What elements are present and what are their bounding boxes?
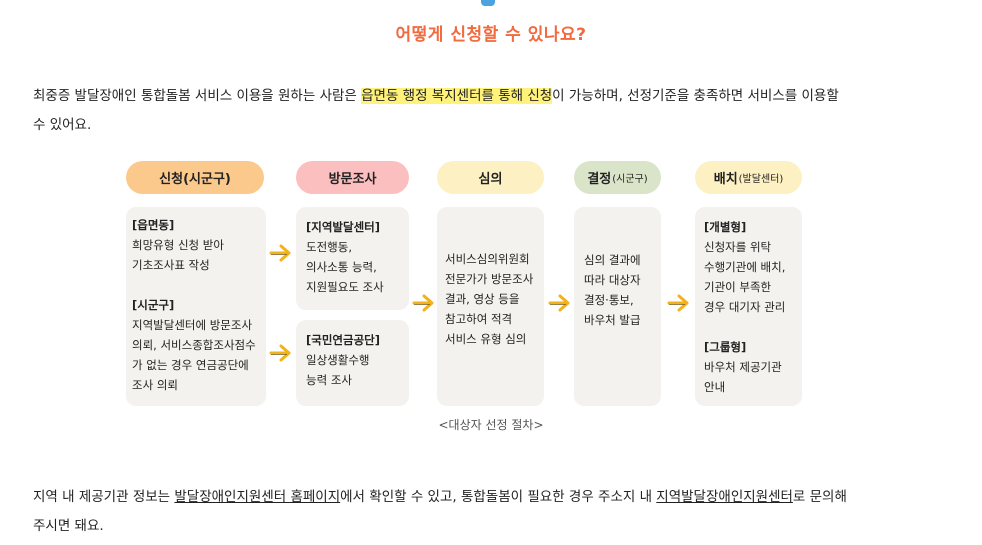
step-title-visit: 방문조사	[328, 172, 377, 187]
review-box: 서비스심의위원회 전문가가 방문조사 결과, 영상 등을 참고하여 적격 서비스…	[437, 207, 544, 406]
footer-text: 지역 내 제공기관 정보는	[33, 489, 175, 505]
arrow-right-icon	[667, 294, 689, 312]
placement-line: 바우처 제공기관	[704, 360, 782, 374]
step-pill-decision: 결정(시군구)	[574, 161, 661, 194]
visit-center-box: [지역발달센터] 도전행동, 의사소통 능력, 지원필요도 조사	[296, 207, 409, 310]
step-suffix-decision: (시군구)	[612, 174, 648, 185]
step-suffix-apply: (시군구)	[183, 172, 231, 187]
apply-line: 지역발달센터에 방문조사	[132, 318, 253, 332]
placement-line: 경우 대기자 관리	[704, 300, 786, 314]
intro-text-end: 이 가능하며, 선정기준을 충족하면 서비스를 이용할	[552, 88, 839, 104]
arrow-right-icon	[269, 344, 291, 362]
visit-center-subtitle: [지역발달센터]	[306, 220, 380, 234]
footer-text: 에서 확인할 수 있고, 통합돌봄이 필요한 경우 주소지 내	[340, 489, 657, 505]
footer-text: 로 문의해	[792, 489, 847, 505]
step-suffix-placement: (발달센터)	[738, 174, 784, 185]
arrow-right-icon	[412, 294, 434, 312]
placement-box: [개별형] 신청자를 위탁 수행기관에 배치, 기관이 부족한 경우 대기자 관…	[695, 207, 802, 406]
placement-line: 수행기관에 배치,	[704, 260, 786, 274]
footer-paragraph: 지역 내 제공기관 정보는 발달장애인지원센터 홈페이지에서 확인할 수 있고,…	[33, 483, 933, 541]
review-line: 전문가가 방문조사	[445, 272, 534, 286]
footer-text-line2: 주시면 돼요.	[33, 518, 104, 534]
visit-center-line: 지원필요도 조사	[306, 280, 384, 294]
step-pill-review: 심의	[437, 161, 544, 194]
apply-line: 희망유형 신청 받아	[132, 238, 224, 252]
decision-line: 따라 대상자	[584, 273, 641, 287]
visit-pension-box: [국민연금공단] 일상생활수행 능력 조사	[296, 320, 409, 406]
figure-caption: <대상자 선정 절차>	[438, 418, 544, 432]
review-line: 서비스 유형 심의	[445, 332, 527, 346]
step-title-placement: 배치	[713, 172, 738, 187]
apply-line: 의뢰, 서비스종합조사점수	[132, 338, 256, 352]
arrow-right-icon	[548, 294, 570, 312]
visit-pension-line: 일상생활수행	[306, 353, 370, 367]
placement-subtitle-individual: [개별형]	[704, 220, 747, 234]
step-pill-visit: 방문조사	[296, 161, 409, 194]
review-line: 결과, 영상 등을	[445, 292, 520, 306]
apply-line: 조사 의뢰	[132, 378, 178, 392]
apply-subtitle-eupmyeondong: [읍면동]	[132, 218, 175, 232]
step-pill-apply: 신청(시군구)	[126, 161, 264, 194]
apply-box: [읍면동] 희망유형 신청 받아 기초조사표 작성 [시군구] 지역발달센터에 …	[126, 207, 266, 406]
intro-highlight: 읍면동 행정 복지센터를 통해 신청	[361, 88, 553, 104]
visit-center-line: 의사소통 능력,	[306, 260, 377, 274]
apply-line: 기초조사표 작성	[132, 258, 210, 272]
arrow-right-icon	[269, 244, 291, 262]
placement-line: 신청자를 위탁	[704, 240, 772, 254]
step-title-apply: 신청	[159, 172, 184, 187]
section-heading: 어떻게 신청할 수 있나요?	[395, 25, 587, 45]
top-accent-mark	[481, 0, 495, 6]
decision-box: 심의 결과에 따라 대상자 결정·통보, 바우처 발급	[574, 207, 661, 406]
intro-text-line2: 수 있어요.	[33, 117, 92, 133]
regional-dev-center-link[interactable]: 지역발달장애인지원센터	[656, 489, 793, 505]
apply-line: 가 없는 경우 연금공단에	[132, 358, 249, 372]
decision-line: 결정·통보,	[584, 293, 634, 307]
visit-pension-subtitle: [국민연금공단]	[306, 333, 380, 347]
intro-paragraph: 최중증 발달장애인 통합돌봄 서비스 이용을 원하는 사람은 읍면동 행정 복지…	[33, 82, 933, 140]
apply-subtitle-sigungu: [시군구]	[132, 298, 175, 312]
step-pill-placement: 배치(발달센터)	[695, 161, 802, 194]
placement-line: 안내	[704, 380, 726, 394]
step-title-decision: 결정	[587, 172, 612, 187]
review-line: 참고하여 적격	[445, 312, 513, 326]
placement-line: 기관이 부족한	[704, 280, 772, 294]
visit-center-line: 도전행동,	[306, 240, 352, 254]
review-line: 서비스심의위원회	[445, 252, 530, 266]
visit-pension-line: 능력 조사	[306, 373, 352, 387]
intro-text-start: 최중증 발달장애인 통합돌봄 서비스 이용을 원하는 사람은	[33, 88, 362, 104]
placement-subtitle-group: [그룹형]	[704, 340, 747, 354]
dev-center-homepage-link[interactable]: 발달장애인지원센터 홈페이지	[174, 489, 341, 505]
decision-line: 심의 결과에	[584, 253, 641, 267]
decision-line: 바우처 발급	[584, 313, 641, 327]
step-title-review: 심의	[478, 172, 503, 187]
